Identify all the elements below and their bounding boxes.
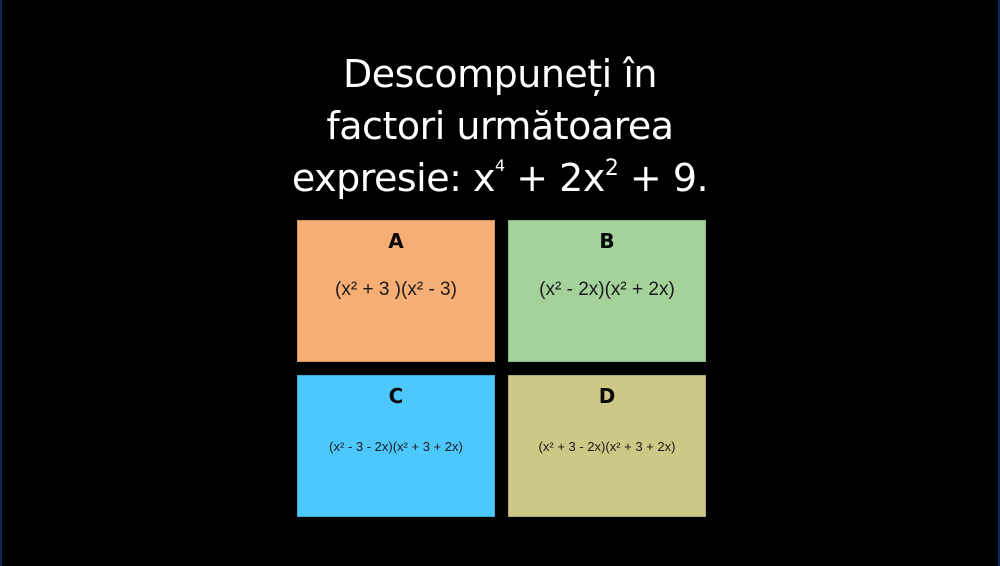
exponent-4: 4	[494, 156, 505, 175]
expression-part: + 9.	[618, 156, 709, 200]
option-answer: (x² + 3 )(x² - 3)	[335, 279, 457, 300]
option-letter: B	[599, 229, 615, 253]
answer-option-d[interactable]: D (x² + 3 - 2x)(x² + 3 + 2x)	[508, 375, 706, 517]
expression-part: expresie: x	[291, 156, 496, 200]
question-line-3: expresie: x4 + 2x2 + 9.	[2, 152, 998, 204]
exponent-2: 2	[604, 156, 619, 181]
answer-option-a[interactable]: A (x² + 3 )(x² - 3)	[297, 220, 495, 362]
question-line-2: factori următoarea	[326, 104, 674, 148]
expression-part: + 2x	[504, 156, 605, 200]
answer-option-c[interactable]: C (x² - 3 - 2x)(x² + 3 + 2x)	[297, 375, 495, 517]
answer-grid: A (x² + 3 )(x² - 3) B (x² - 2x)(x² + 2x)…	[295, 220, 706, 518]
option-answer: (x² + 3 - 2x)(x² + 3 + 2x)	[538, 439, 676, 454]
question-text: Descompuneți în factori următoarea expre…	[2, 48, 998, 204]
question-line-1: Descompuneți în	[343, 52, 657, 96]
option-letter: D	[598, 384, 616, 408]
option-answer: (x² - 3 - 2x)(x² + 3 + 2x)	[329, 439, 463, 454]
option-letter: A	[388, 229, 404, 253]
option-answer: (x² - 2x)(x² + 2x)	[539, 279, 675, 300]
option-letter: C	[388, 384, 404, 408]
answer-option-b[interactable]: B (x² - 2x)(x² + 2x)	[508, 220, 706, 362]
